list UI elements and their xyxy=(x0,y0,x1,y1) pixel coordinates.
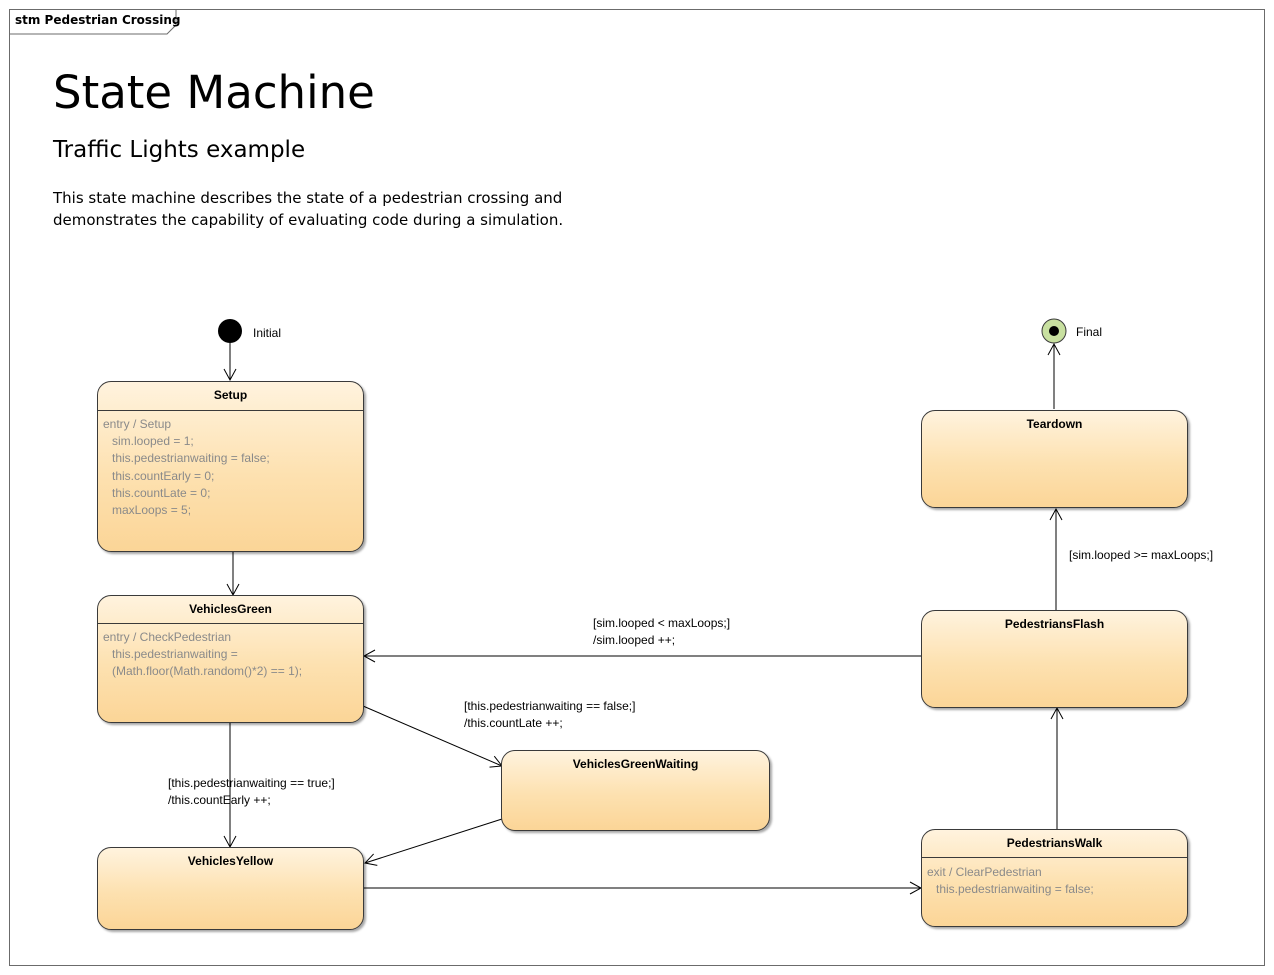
action-header: exit / ClearPedestrian xyxy=(927,865,1042,879)
action-header: entry / Setup xyxy=(103,417,172,431)
action-header: entry / CheckPedestrian xyxy=(103,630,232,644)
state-vehicles-yellow[interactable]: VehiclesYellow xyxy=(97,847,364,930)
action-line: sim.looped = 1; xyxy=(112,434,194,449)
frame-label: stm Pedestrian Crossing xyxy=(15,13,181,27)
effect-text: /sim.looped ++; xyxy=(593,633,676,647)
state-name: PedestriansWalk xyxy=(1006,836,1103,850)
effect-text: /this.countLate ++; xyxy=(464,716,563,730)
action-line: this.pedestrianwaiting = false; xyxy=(112,451,270,466)
state-teardown[interactable]: Teardown xyxy=(921,410,1188,508)
state-vehicles-green-waiting[interactable]: VehiclesGreenWaiting xyxy=(501,750,770,831)
guard-label-flash-to-green: [sim.looped < maxLoops;] /sim.looped ++; xyxy=(593,615,730,649)
guard-label-green-to-yellow: [this.pedestrianwaiting == true;] /this.… xyxy=(168,775,335,809)
state-name: VehiclesYellow xyxy=(187,854,274,868)
guard-text: [this.pedestrianwaiting == true;] xyxy=(168,776,335,790)
state-pedestrians-walk[interactable]: PedestriansWalk exit / ClearPedestrian t… xyxy=(921,829,1188,927)
state-divider xyxy=(922,857,1187,858)
action-line: this.pedestrianwaiting = false; xyxy=(936,882,1094,897)
transition-green-to-waiting[interactable] xyxy=(362,705,503,768)
action-line: this.countEarly = 0; xyxy=(112,468,215,483)
guard-text: [sim.looped >= maxLoops;] xyxy=(1069,548,1214,562)
action-line: maxLoops = 5; xyxy=(112,503,192,518)
state-actions: entry / Setup sim.looped = 1; this.pedes… xyxy=(103,416,270,519)
initial-label: Initial xyxy=(253,326,282,340)
action-line: this.countLate = 0; xyxy=(112,485,211,500)
state-divider xyxy=(98,410,363,411)
state-name: VehiclesGreen xyxy=(189,602,272,616)
guard-label-green-to-waiting: [this.pedestrianwaiting == false;] /this… xyxy=(464,698,635,732)
guard-text: [this.pedestrianwaiting == false;] xyxy=(464,699,636,713)
state-vehicles-green[interactable]: VehiclesGreen entry / CheckPedestrian th… xyxy=(97,595,364,723)
final-label: Final xyxy=(1076,325,1103,339)
state-name: Setup xyxy=(213,388,248,402)
page-title: State Machine xyxy=(53,66,375,119)
state-setup[interactable]: Setup entry / Setup sim.looped = 1; this… xyxy=(97,381,364,552)
guard-text: [sim.looped < maxLoops;] xyxy=(593,616,731,630)
state-name: Teardown xyxy=(1026,417,1083,431)
state-actions: exit / ClearPedestrian this.pedestrianwa… xyxy=(927,864,1094,898)
frame-tab xyxy=(9,9,177,35)
effect-text: /this.countEarly ++; xyxy=(168,793,271,807)
state-divider xyxy=(98,623,363,624)
final-node[interactable] xyxy=(1041,318,1067,344)
page-subtitle: Traffic Lights example xyxy=(53,137,306,163)
action-line: this.pedestrianwaiting = xyxy=(112,647,238,662)
guard-label-flash-to-teardown: [sim.looped >= maxLoops;] xyxy=(1069,547,1213,564)
description: This state machine describes the state o… xyxy=(53,187,563,231)
transition-waiting-to-yellow[interactable] xyxy=(364,818,503,866)
description-line: demonstrates the capability of evaluatin… xyxy=(53,211,564,229)
initial-node[interactable] xyxy=(218,319,242,343)
diagram-frame xyxy=(9,9,1265,966)
description-line: This state machine describes the state o… xyxy=(53,189,563,207)
state-name: VehiclesGreenWaiting xyxy=(572,757,699,771)
state-pedestrians-flash[interactable]: PedestriansFlash xyxy=(921,610,1188,708)
action-line: (Math.floor(Math.random()*2) == 1); xyxy=(112,664,303,679)
state-name: PedestriansFlash xyxy=(1004,617,1105,631)
state-actions: entry / CheckPedestrian this.pedestrianw… xyxy=(103,629,302,681)
